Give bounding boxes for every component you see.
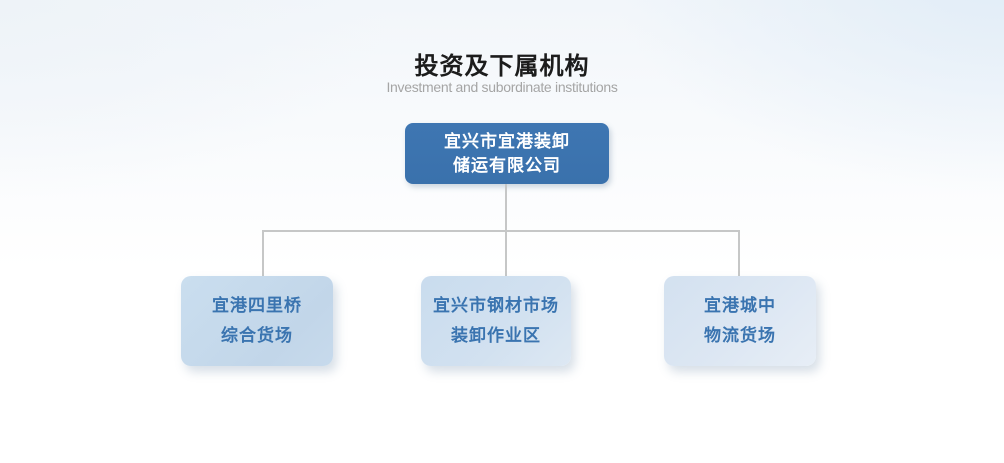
child-2-line2: 装卸作业区 xyxy=(451,326,541,345)
org-node-root: 宜兴市宜港装卸 储运有限公司 xyxy=(405,123,609,184)
child-1-line1: 宜港四里桥 xyxy=(212,296,302,315)
org-node-child-1: 宜港四里桥 综合货场 xyxy=(181,276,333,366)
connector-drop-left xyxy=(262,230,264,277)
page-title: 投资及下属机构 xyxy=(414,53,590,80)
connector-horizontal xyxy=(262,230,740,232)
root-node-line1: 宜兴市宜港装卸 xyxy=(444,131,570,151)
child-3-line2: 物流货场 xyxy=(704,326,776,345)
child-3-line1: 宜港城中 xyxy=(704,296,776,315)
connector-drop-right xyxy=(738,230,740,277)
connector-root-drop xyxy=(505,184,507,232)
page-subtitle: Investment and subordinate institutions xyxy=(386,79,618,95)
child-2-line1: 宜兴市钢材市场 xyxy=(433,296,559,315)
org-node-child-3: 宜港城中 物流货场 xyxy=(664,276,816,366)
org-node-child-2: 宜兴市钢材市场 装卸作业区 xyxy=(421,276,571,366)
root-node-line2: 储运有限公司 xyxy=(453,155,561,175)
connector-drop-middle xyxy=(505,230,507,277)
child-1-line2: 综合货场 xyxy=(221,326,293,345)
